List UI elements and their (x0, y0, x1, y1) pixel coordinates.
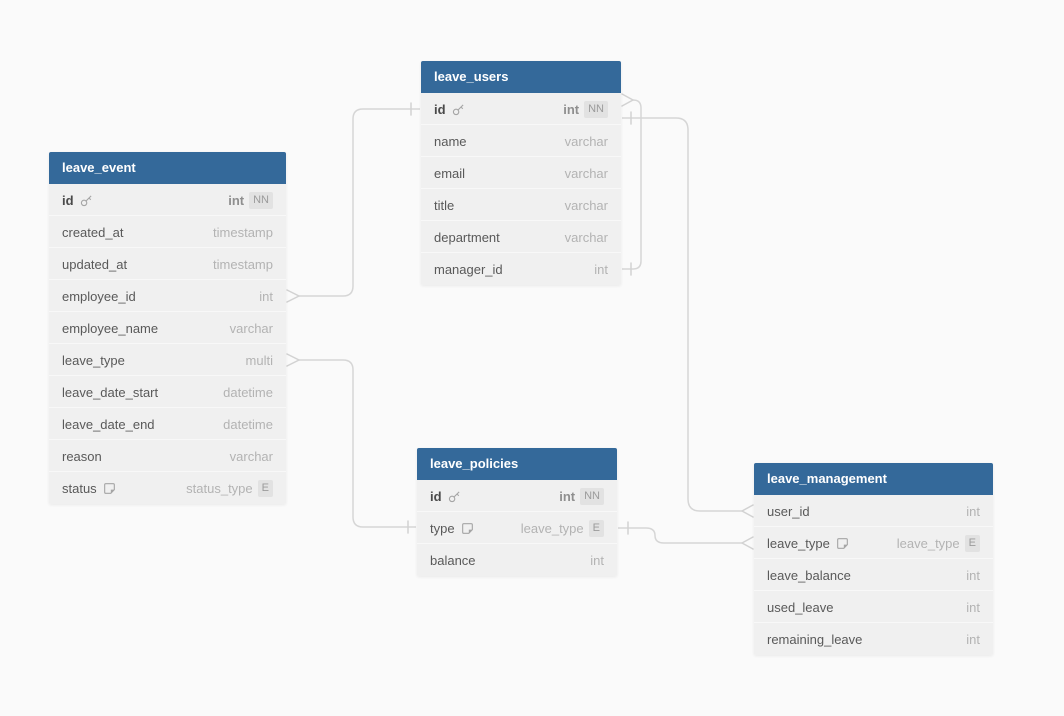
enum-badge: E (588, 519, 604, 537)
field-row-department: department varchar (421, 221, 621, 253)
field-row-updated_at: updated_at timestamp (49, 248, 286, 280)
many-marker (286, 353, 300, 367)
field-row-name: name varchar (421, 125, 621, 157)
field-row-employee_name: employee_name varchar (49, 312, 286, 344)
field-row-email: email varchar (421, 157, 621, 189)
not-null-badge: NN (249, 191, 273, 209)
field-row-reason: reason varchar (49, 440, 286, 472)
relationship-leave_event-leave_type-to-leave_policies-type (286, 353, 416, 534)
field-row-remaining_leave: remaining_leave int (754, 623, 993, 655)
field-row-leave_balance: leave_balance int (754, 559, 993, 591)
not-null-badge: NN (584, 100, 608, 118)
note-icon (836, 537, 849, 550)
table-leave_management[interactable]: leave_management user_id int leave_type … (754, 463, 993, 655)
enum-badge: E (257, 479, 273, 497)
relationship-leave_policies-type-to-leave_management-leave_type (618, 521, 754, 550)
not-null-badge: NN (580, 487, 604, 505)
field-row-created_at: created_at timestamp (49, 216, 286, 248)
field-row-used_leave: used_leave int (754, 591, 993, 623)
note-icon (461, 522, 474, 535)
key-icon (452, 103, 465, 116)
field-row-leave_type: leave_type multi (49, 344, 286, 376)
field-row-balance: balance int (417, 544, 617, 576)
table-header-leave_users[interactable]: leave_users (421, 61, 621, 93)
field-row-leave_date_start: leave_date_start datetime (49, 376, 286, 408)
many-marker (741, 536, 754, 550)
table-header-leave_event[interactable]: leave_event (49, 152, 286, 184)
many-marker (621, 93, 634, 107)
note-icon (103, 482, 116, 495)
field-row-employee_id: employee_id int (49, 280, 286, 312)
field-row-title: title varchar (421, 189, 621, 221)
key-icon (80, 194, 93, 207)
many-marker (286, 289, 300, 303)
field-row-manager_id: manager_id int (421, 253, 621, 285)
relationship-leave_users-id-to-leave_management-user_id (622, 111, 754, 518)
many-marker (741, 504, 754, 518)
key-icon (448, 490, 461, 503)
table-header-leave_management[interactable]: leave_management (754, 463, 993, 495)
field-row-user_id: user_id int (754, 495, 993, 527)
relationship-leave_event-employee_id-to-leave_users-id (286, 102, 420, 303)
relationship-leave_users-id-to-leave_users-manager_id (621, 93, 642, 276)
table-header-leave_policies[interactable]: leave_policies (417, 448, 617, 480)
enum-badge: E (964, 534, 980, 552)
field-row-leave_date_end: leave_date_end datetime (49, 408, 286, 440)
